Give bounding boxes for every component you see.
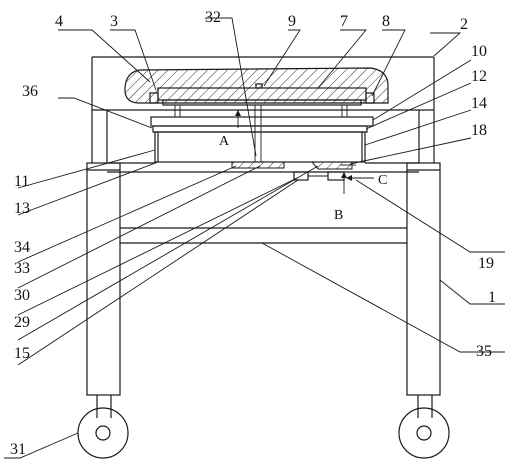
wheel-right <box>398 395 450 459</box>
leader-lines <box>4 17 505 459</box>
label-18: 18 <box>471 122 487 139</box>
label-9: 9 <box>288 13 296 30</box>
label-34: 34 <box>14 239 30 256</box>
label-11: 11 <box>14 173 29 190</box>
label-31: 31 <box>10 441 26 458</box>
view-label-a: A <box>219 134 230 149</box>
label-35: 35 <box>476 343 492 360</box>
label-10: 10 <box>471 43 487 60</box>
view-label-c: C <box>378 173 387 188</box>
label-3: 3 <box>110 13 118 30</box>
label-29: 29 <box>14 314 30 331</box>
label-12: 12 <box>471 68 487 85</box>
view-label-b: B <box>334 208 343 223</box>
cross-beam <box>120 227 407 244</box>
label-36: 36 <box>22 83 38 100</box>
label-33: 33 <box>14 260 30 277</box>
view-marks <box>235 110 374 194</box>
outer-frame <box>91 56 435 163</box>
label-1: 1 <box>488 289 496 306</box>
label-19: 19 <box>478 255 494 272</box>
upper-plate <box>150 116 374 127</box>
gear-mechanism <box>231 161 356 181</box>
legs <box>86 162 441 396</box>
label-30: 30 <box>14 287 30 304</box>
label-14: 14 <box>471 95 487 112</box>
wheel-left <box>77 395 129 459</box>
label-8: 8 <box>382 13 390 30</box>
label-4: 4 <box>55 13 63 30</box>
label-13: 13 <box>14 200 30 217</box>
seat-plate-assembly <box>149 83 375 106</box>
label-15: 15 <box>14 345 30 362</box>
label-32: 32 <box>205 9 221 26</box>
label-7: 7 <box>340 13 348 30</box>
label-2: 2 <box>460 16 468 33</box>
support-rods <box>174 105 348 162</box>
